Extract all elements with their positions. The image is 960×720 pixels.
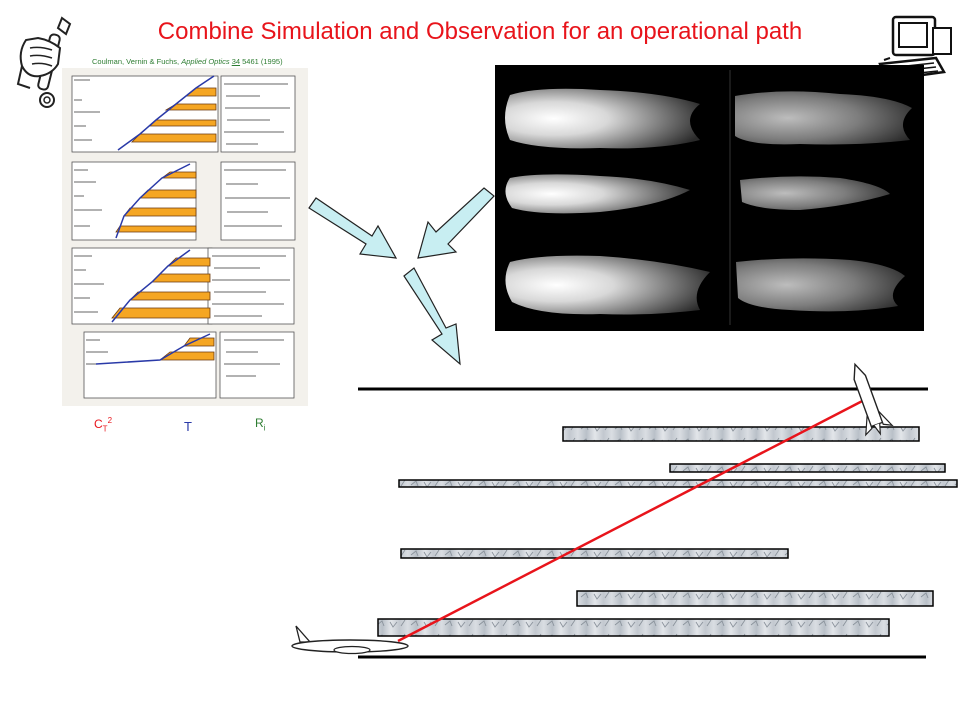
label-ct2: CT2 xyxy=(94,416,113,434)
label-temperature: T xyxy=(184,419,192,434)
arrow-to-path xyxy=(403,267,461,366)
turbulent-layer-4 xyxy=(400,548,789,559)
citation-authors: Coulman, Vernin & Fuchs, xyxy=(92,57,180,66)
profile-chart-1 xyxy=(71,75,296,153)
turbulent-layer-6 xyxy=(377,618,890,637)
citation: Coulman, Vernin & Fuchs, Applied Optics … xyxy=(92,57,283,66)
citation-volume: 34 xyxy=(231,57,241,66)
wrench-hand-icon xyxy=(16,16,72,108)
plume-3-right xyxy=(736,258,905,312)
turbulent-layer-5 xyxy=(576,590,934,607)
citation-page-year: 5461 (1995) xyxy=(242,57,283,66)
profile-chart-2 xyxy=(71,161,296,241)
optical-path-line xyxy=(397,394,873,643)
plume-2-left xyxy=(505,174,690,214)
turbulent-layer-1 xyxy=(562,426,920,442)
plume-3-left xyxy=(505,255,710,315)
citation-journal: Applied Optics xyxy=(181,57,230,66)
arrow-from-simulation xyxy=(417,187,495,259)
plume-2-right xyxy=(740,176,890,210)
label-richardson: Ri xyxy=(255,416,266,433)
profile-chart-3 xyxy=(71,247,295,325)
computer-icon xyxy=(878,15,952,82)
profile-charts xyxy=(62,68,308,406)
turbulent-layer-2 xyxy=(669,463,946,473)
rocket-icon xyxy=(853,362,894,437)
arrow-from-profiles xyxy=(308,197,398,259)
airplane-icon xyxy=(291,625,409,655)
simulation-image xyxy=(495,65,924,331)
profile-chart-4 xyxy=(83,331,295,399)
turbulent-layers xyxy=(377,426,958,637)
turbulent-layer-3 xyxy=(398,479,958,488)
plume-1-left xyxy=(505,88,700,149)
page-title: Combine Simulation and Observation for a… xyxy=(157,18,803,45)
plume-1-right xyxy=(735,91,912,145)
